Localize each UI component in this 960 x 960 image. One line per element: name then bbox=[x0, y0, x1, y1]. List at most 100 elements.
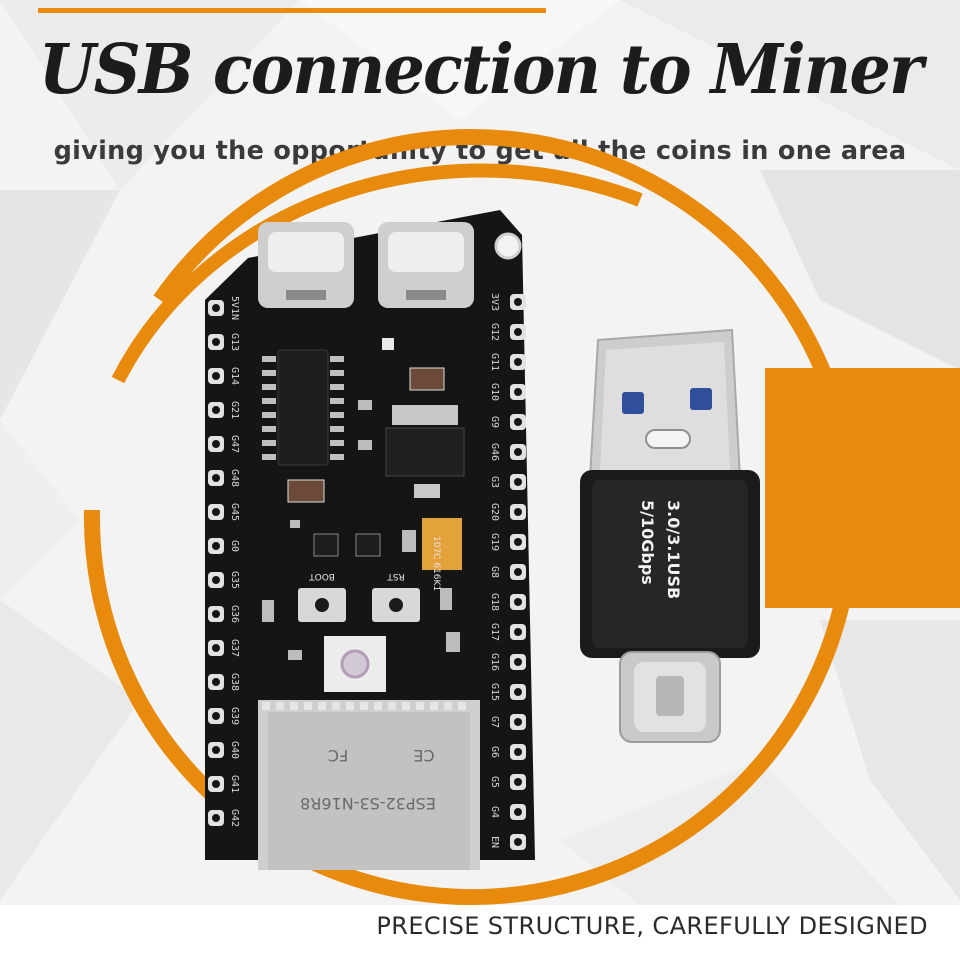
right-pin-hole bbox=[514, 658, 522, 666]
usb-c-plug bbox=[619, 651, 721, 743]
right-pin-label: G5 bbox=[489, 776, 500, 788]
boot-label: BOOT bbox=[309, 571, 335, 581]
left-pin-hole bbox=[212, 440, 220, 448]
usb-c-port-right bbox=[378, 222, 474, 308]
right-pin-label: G4 bbox=[489, 806, 500, 818]
left-pin-hole bbox=[212, 508, 220, 516]
left-pin-hole bbox=[212, 814, 220, 822]
left-pin-label: G35 bbox=[229, 571, 240, 589]
right-pin-hole bbox=[514, 388, 522, 396]
right-pin-hole bbox=[514, 448, 522, 456]
left-pin-hole bbox=[212, 474, 220, 482]
left-pin-label: G41 bbox=[229, 775, 240, 793]
orange-accent-block bbox=[765, 368, 960, 608]
right-pin-hole bbox=[514, 508, 522, 516]
adapter-label-line2: 5/10Gbps bbox=[638, 500, 657, 585]
left-pin-label: G21 bbox=[229, 401, 240, 419]
left-pin-label: G48 bbox=[229, 469, 240, 487]
right-pin-label: G6 bbox=[489, 746, 500, 758]
right-pin-label: G9 bbox=[489, 416, 500, 428]
left-pin-label: G40 bbox=[229, 741, 240, 759]
left-pin-hole bbox=[212, 372, 220, 380]
module-model: ESP32-S3-N16R8 bbox=[300, 794, 436, 813]
right-pin-hole bbox=[514, 538, 522, 546]
left-pin-hole bbox=[212, 746, 220, 754]
adapter-body: 3.0/3.1USB 5/10Gbps bbox=[580, 470, 760, 658]
ce-mark: CE bbox=[413, 746, 434, 765]
right-pin-label: G20 bbox=[489, 503, 500, 521]
right-pin-hole bbox=[514, 568, 522, 576]
right-pin-hole bbox=[514, 718, 522, 726]
left-pin-hole bbox=[212, 542, 220, 550]
left-pin-label: G38 bbox=[229, 673, 240, 691]
right-pin-hole bbox=[514, 598, 522, 606]
left-pin-header: 5V1N G13G14G21G47G48G45G0G35G36G37G38G39G… bbox=[208, 296, 240, 827]
right-pin-label: G11 bbox=[489, 353, 500, 371]
right-pin-label: G15 bbox=[489, 683, 500, 701]
usb-a-plug bbox=[588, 328, 742, 479]
adapter-label-line1: 3.0/3.1USB bbox=[664, 500, 683, 599]
right-pin-hole bbox=[514, 298, 522, 306]
left-pin-label: G37 bbox=[229, 639, 240, 657]
esp32-module: FC CE ESP32-S3-N16R8 bbox=[258, 700, 480, 870]
left-pin-hole bbox=[212, 576, 220, 584]
voltage-regulator bbox=[385, 405, 465, 498]
right-pin-label: G19 bbox=[489, 533, 500, 551]
right-pin-label: G46 bbox=[489, 443, 500, 461]
usb-bridge-chip bbox=[262, 349, 344, 466]
footer-tagline: PRECISE STRUCTURE, CAREFULLY DESIGNED bbox=[376, 912, 928, 940]
rgb-led bbox=[324, 636, 386, 692]
right-pin-label: G3 bbox=[489, 476, 500, 488]
left-pin-label: G47 bbox=[229, 435, 240, 453]
left-pin-hole bbox=[212, 780, 220, 788]
right-pin-hole bbox=[514, 478, 522, 486]
left-pin-label: 5V1N bbox=[229, 296, 240, 320]
left-pin-hole bbox=[212, 678, 220, 686]
top-accent-rule bbox=[38, 8, 546, 13]
right-pin-hole bbox=[514, 328, 522, 336]
left-pin-label: G36 bbox=[229, 605, 240, 623]
cap-label: 107C 616K1 bbox=[431, 536, 441, 591]
right-pin-label: G7 bbox=[489, 716, 500, 728]
right-pin-label: G16 bbox=[489, 653, 500, 671]
left-pin-hole bbox=[212, 406, 220, 414]
left-pin-label: G45 bbox=[229, 503, 240, 521]
footer-bar bbox=[0, 905, 960, 960]
reset-label: RST bbox=[387, 571, 405, 581]
right-pin-hole bbox=[514, 778, 522, 786]
reset-button: RST bbox=[372, 571, 420, 622]
right-pin-hole bbox=[514, 808, 522, 816]
left-pin-label: G42 bbox=[229, 809, 240, 827]
right-pin-hole bbox=[514, 358, 522, 366]
right-pin-label: G10 bbox=[489, 383, 500, 401]
tantalum-capacitor: 107C 616K1 bbox=[422, 518, 462, 591]
right-pin-hole bbox=[514, 748, 522, 756]
right-pin-label: G12 bbox=[489, 323, 500, 341]
right-pin-label: G8 bbox=[489, 566, 500, 578]
fcc-mark: FC bbox=[328, 746, 348, 765]
right-pin-label: EN bbox=[489, 836, 500, 848]
boot-button: BOOT bbox=[298, 571, 346, 622]
right-pin-hole bbox=[514, 688, 522, 696]
headline: USB connection to Miner bbox=[38, 30, 924, 110]
left-pin-hole bbox=[212, 338, 220, 346]
right-pin-label: G17 bbox=[489, 623, 500, 641]
left-pin-label: G13 bbox=[229, 333, 240, 351]
left-pin-label: G39 bbox=[229, 707, 240, 725]
passive-components bbox=[262, 338, 460, 660]
usb-c-port-left bbox=[258, 222, 354, 308]
right-pin-header: 3V3G12G11G10G9G46G3G20G19G8G18G17G16G15G… bbox=[489, 293, 526, 850]
right-pin-hole bbox=[514, 628, 522, 636]
left-pin-label: G0 bbox=[229, 540, 240, 552]
right-pin-label: 3V3 bbox=[489, 293, 500, 311]
left-pin-label: G14 bbox=[229, 367, 240, 385]
right-pin-hole bbox=[514, 838, 522, 846]
left-pin-hole bbox=[212, 712, 220, 720]
right-pin-label: G18 bbox=[489, 593, 500, 611]
left-pin-hole bbox=[212, 610, 220, 618]
left-pin-hole bbox=[212, 304, 220, 312]
left-pin-hole bbox=[212, 644, 220, 652]
right-pin-hole bbox=[514, 418, 522, 426]
